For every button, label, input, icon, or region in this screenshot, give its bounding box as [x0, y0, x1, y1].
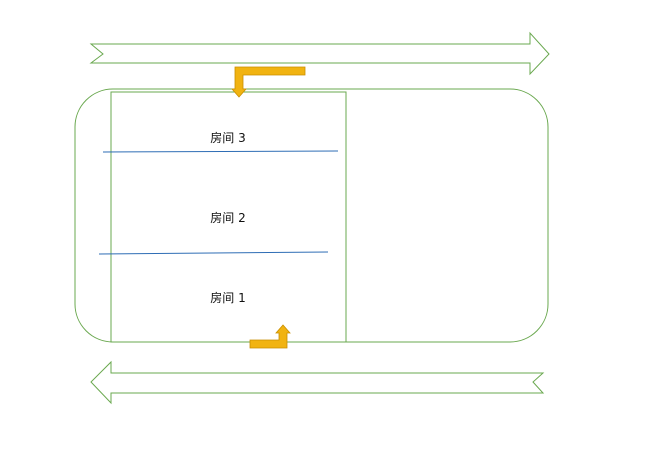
room-3-label: 房间 3: [210, 131, 246, 145]
floor-divider-lower: [98, 251, 329, 255]
room-2-label: 房间 2: [210, 211, 246, 225]
bottom-flow-arrow: [90, 360, 545, 405]
room-1-label: 房间 1: [210, 291, 246, 305]
top-flow-arrow: [89, 31, 550, 76]
rounded-enclosure: [74, 88, 549, 343]
floor-divider-upper: [102, 150, 339, 153]
down-elbow-arrow: [231, 66, 306, 98]
room-stack-box: [110, 91, 347, 343]
up-elbow-arrow: [249, 324, 291, 349]
